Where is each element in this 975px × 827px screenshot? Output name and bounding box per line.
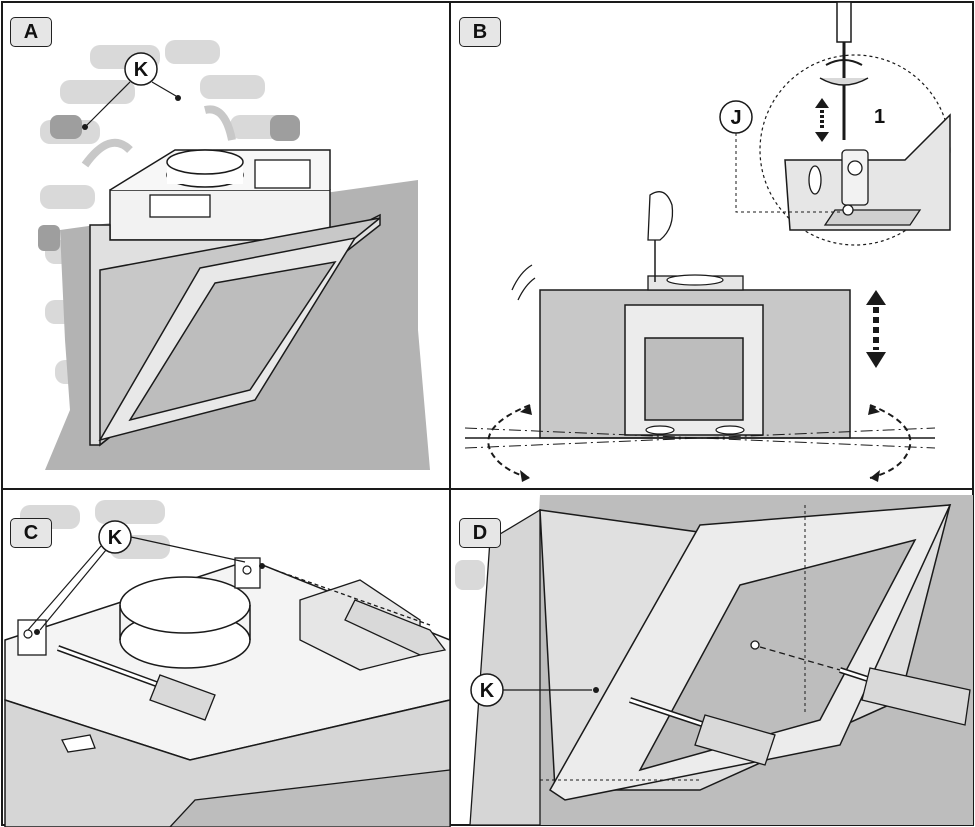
panel-c-illustration: K bbox=[4, 500, 451, 827]
panel-label-c: C bbox=[10, 518, 52, 548]
wall-plug-left bbox=[50, 115, 82, 139]
step-number: 1 bbox=[874, 106, 885, 128]
screw-k-right bbox=[175, 95, 181, 101]
adjust-screw-j bbox=[842, 204, 854, 216]
wall-plug-right bbox=[270, 115, 300, 141]
panel-label-b: B bbox=[459, 17, 501, 47]
callout-k-d-text: K bbox=[480, 680, 495, 702]
callout-k-c-text: K bbox=[108, 527, 123, 549]
panel-a-illustration: K bbox=[38, 40, 430, 470]
screw-k-d-right bbox=[750, 640, 760, 650]
panel-d-illustration: K bbox=[455, 495, 973, 826]
screw-k-left bbox=[82, 124, 88, 130]
hood-glass-d bbox=[638, 538, 917, 772]
screwdriver-c-right bbox=[344, 599, 447, 656]
screwdriver-d-left bbox=[694, 714, 776, 766]
panel-b-illustration: 1 J bbox=[464, 1, 951, 482]
callout-j-text: J bbox=[730, 107, 741, 129]
hand bbox=[647, 191, 674, 241]
callout-k-a bbox=[124, 52, 158, 86]
screwdriver-c-left bbox=[149, 674, 216, 721]
hood-front-glass bbox=[644, 337, 744, 421]
screwdriver-handle bbox=[836, 1, 852, 43]
screw-k-d-left bbox=[593, 687, 599, 693]
panel-label-a: A bbox=[10, 17, 52, 47]
panel-label-d: D bbox=[459, 518, 501, 548]
hood-top-box bbox=[109, 189, 331, 241]
hood-glass-panel bbox=[128, 260, 337, 422]
screwdriver-d-right bbox=[861, 667, 971, 726]
callout-k-a-text: K bbox=[134, 59, 149, 81]
